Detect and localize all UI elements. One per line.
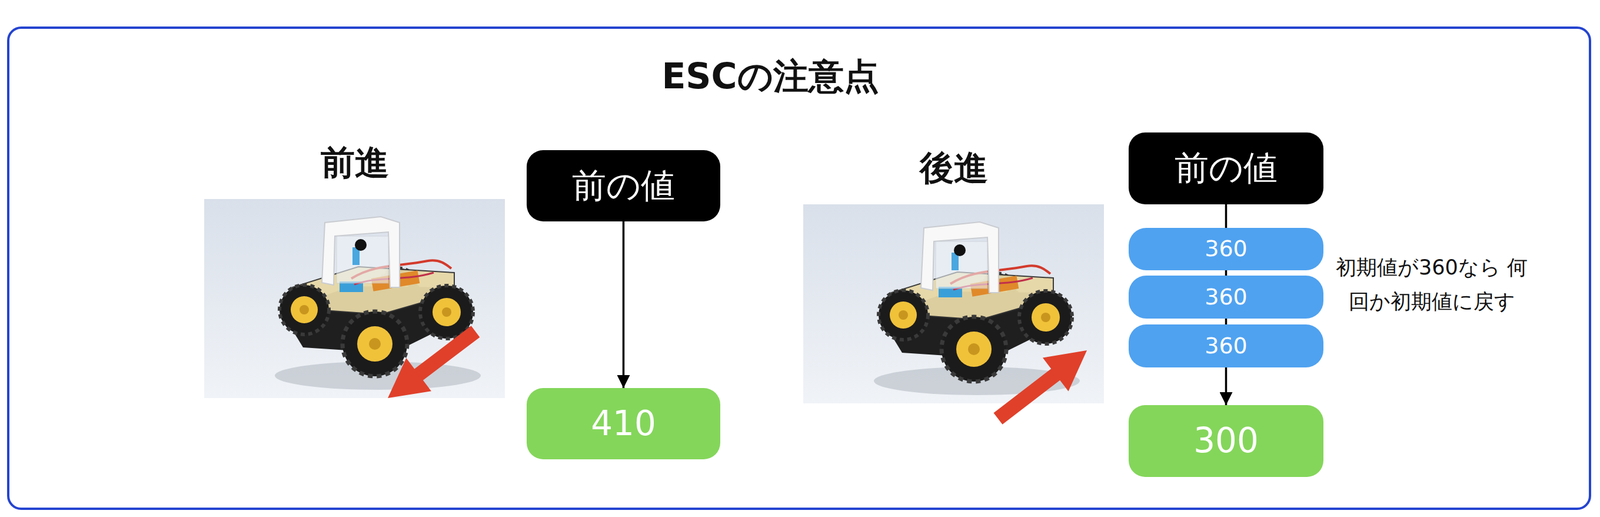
previous-value-box: 前の値 bbox=[1128, 132, 1324, 205]
outer-frame bbox=[8, 27, 1590, 509]
flow-connector bbox=[622, 221, 625, 388]
box-text: 360 bbox=[1204, 235, 1248, 263]
result-value-box: 410 bbox=[526, 387, 721, 459]
flow-connector bbox=[1225, 270, 1228, 276]
direction-heading: 後進 bbox=[919, 145, 989, 192]
box-text: 300 bbox=[1193, 420, 1259, 462]
result-value-box: 300 bbox=[1128, 404, 1324, 477]
direction-arrow bbox=[375, 314, 489, 415]
initial-value-box: 360 bbox=[1128, 324, 1324, 368]
car-photo-forward bbox=[204, 198, 505, 398]
previous-value-box: 前の値 bbox=[526, 150, 721, 222]
flow-connector bbox=[1225, 318, 1228, 325]
note-text: 初期値が360なら 何回か初期値に戻す bbox=[1335, 250, 1529, 319]
box-text: 前の値 bbox=[571, 165, 675, 207]
box-text: 410 bbox=[590, 403, 657, 445]
direction-heading: 前進 bbox=[320, 140, 389, 186]
direction-arrow bbox=[985, 333, 1100, 436]
box-text: 前の値 bbox=[1174, 147, 1278, 189]
initial-value-box: 360 bbox=[1128, 275, 1324, 319]
flow-connector bbox=[1225, 204, 1228, 228]
initial-value-box: 360 bbox=[1128, 227, 1324, 271]
box-text: 360 bbox=[1204, 283, 1248, 311]
flow-connector bbox=[1225, 367, 1228, 405]
diagram-title: ESCの注意点 bbox=[661, 52, 879, 101]
box-text: 360 bbox=[1204, 332, 1248, 360]
